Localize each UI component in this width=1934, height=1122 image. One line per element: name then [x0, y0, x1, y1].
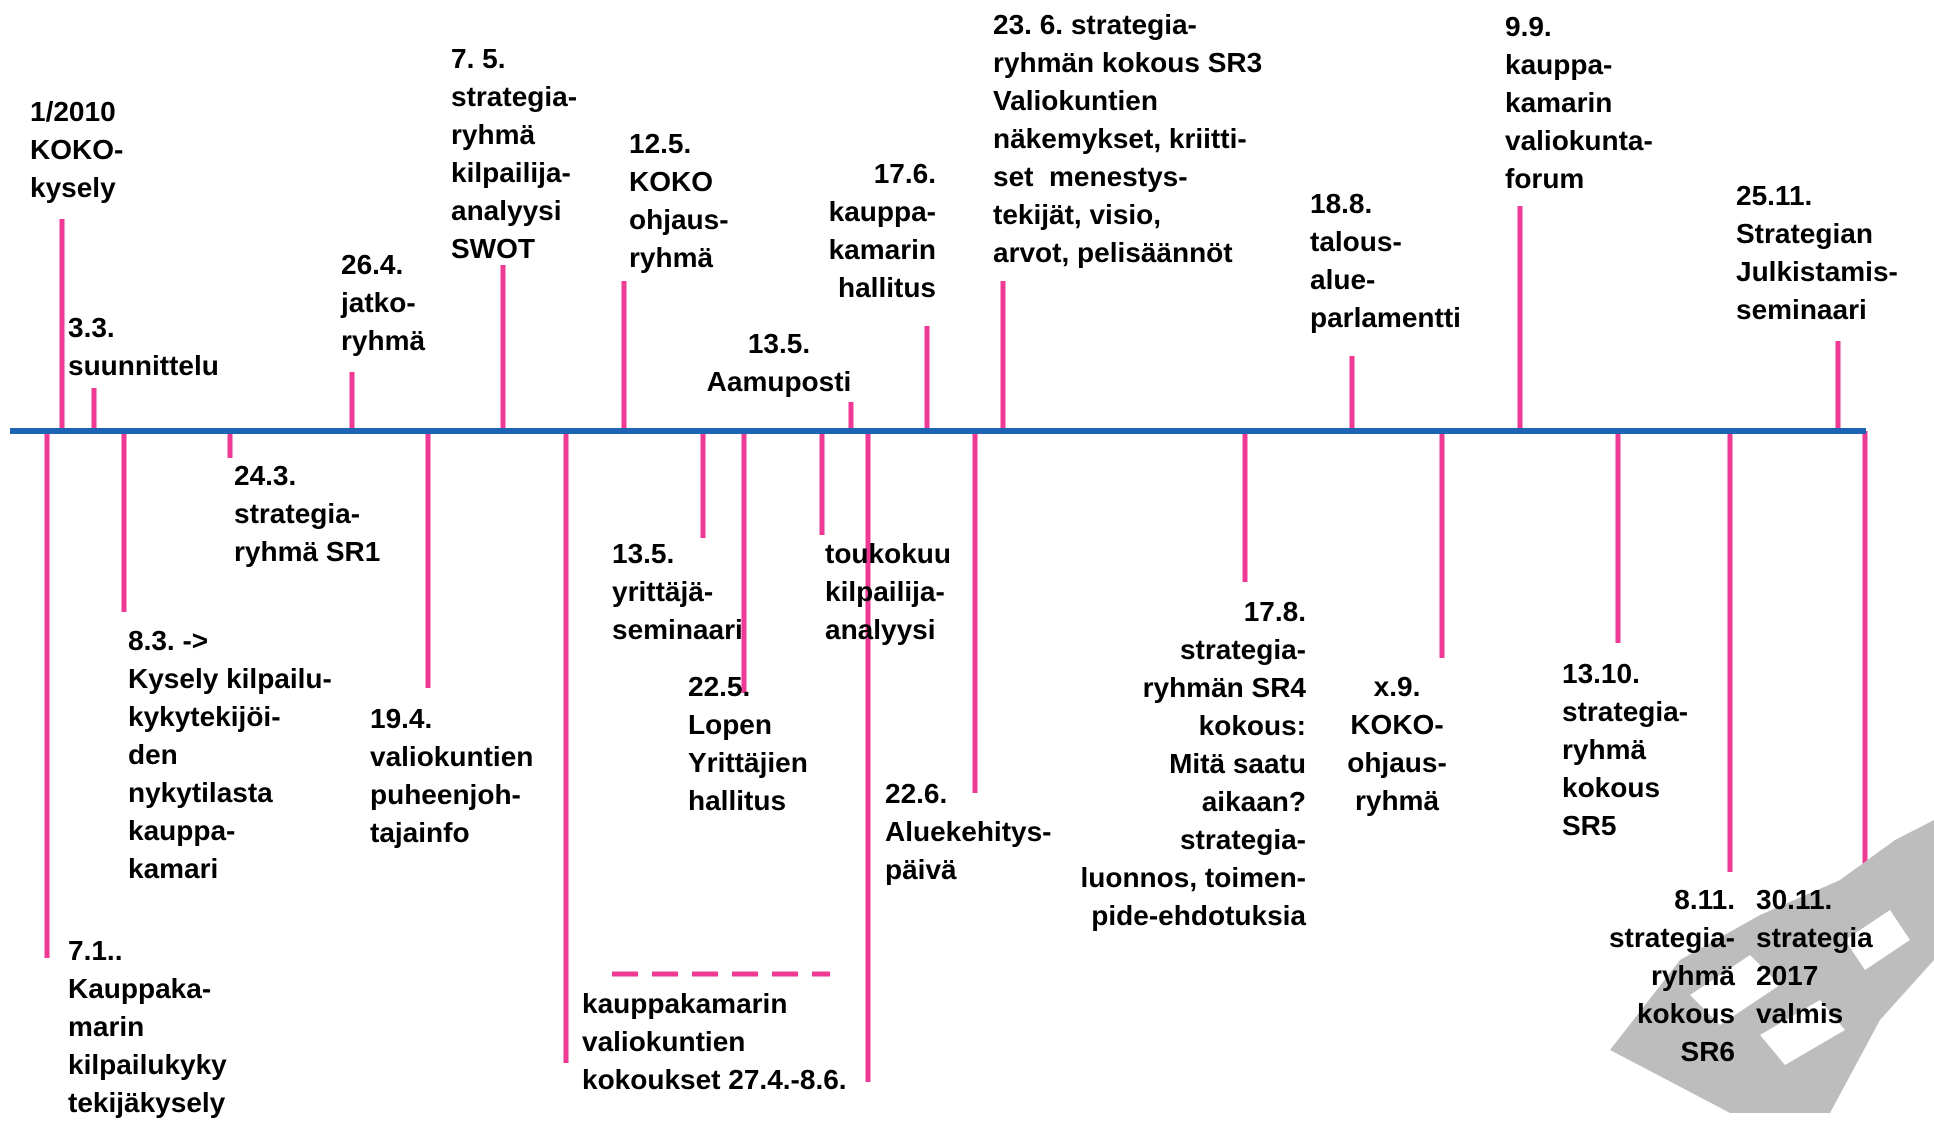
event-label-17-8: 17.8. strategia- ryhmän SR4 kokous: Mitä…: [1080, 596, 1306, 931]
event-label-13-5-seminaari: 13.5. yrittäjä- seminaari: [612, 538, 743, 645]
ticks-below: [44, 431, 1868, 1082]
event-label-8-3: 8.3. -> Kysely kilpailu- kykytekijöi- de…: [128, 625, 332, 884]
event-label-25-11: 25.11. Strategian Julkistamis- seminaari: [1736, 180, 1898, 325]
event-label-26-4: 26.4. jatko- ryhmä: [341, 249, 426, 356]
event-label-22-5: 22.5. Lopen Yrittäjien hallitus: [688, 671, 808, 816]
event-label-1-2010: 1/2010 KOKO- kysely: [30, 96, 124, 203]
event-label-kokoukset: kauppakamarin valiokuntien kokoukset 27.…: [582, 988, 847, 1095]
event-label-30-11: 30.11. strategia 2017 valmis: [1756, 884, 1873, 1029]
event-label-18-8: 18.8. talous- alue- parlamentti: [1310, 188, 1461, 333]
event-label-7-5: 7. 5. strategia- ryhmä kilpailija- analy…: [451, 43, 578, 264]
event-label-x-9: x.9. KOKO- ohjaus- ryhmä: [1347, 671, 1447, 816]
event-label-12-5: 12.5. KOKO ohjaus- ryhmä: [629, 128, 729, 273]
event-label-13-10: 13.10. strategia- ryhmä kokous SR5: [1562, 658, 1689, 841]
event-label-19-4: 19.4. valiokuntien puheenjoh- tajainfo: [370, 703, 534, 848]
event-label-8-11: 8.11. strategia- ryhmä kokous SR6: [1608, 884, 1735, 1067]
event-label-3-3: 3.3. suunnittelu: [68, 312, 219, 381]
event-label-22-6: 22.6. Aluekehitys- päivä: [885, 778, 1052, 885]
event-label-toukokuu: toukokuu kilpailija- analyysi: [825, 538, 951, 645]
event-label-9-9: 9.9. kauppa- kamarin valiokunta- forum: [1505, 11, 1653, 194]
event-label-24-3: 24.3. strategia- ryhmä SR1: [234, 460, 381, 567]
event-label-17-6: 17.6. kauppa- kamarin hallitus: [828, 158, 936, 303]
ticks-above: [59, 206, 1841, 431]
event-label-13-5-aamuposti: 13.5. Aamuposti: [706, 328, 852, 397]
chamber-logo-watermark: [1610, 820, 1934, 1113]
event-label-7-1: 7.1.. Kauppaka- marin kilpailukyky tekij…: [68, 935, 227, 1118]
event-label-23-6: 23. 6. strategia- ryhmän kokous SR3 Vali…: [993, 9, 1263, 268]
